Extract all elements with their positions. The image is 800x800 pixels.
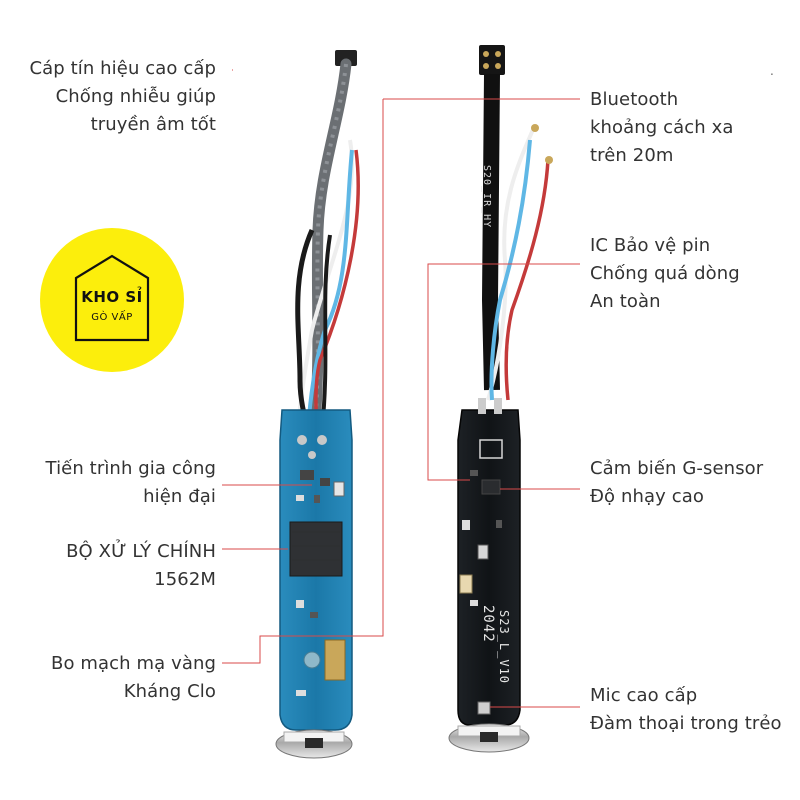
- wire-red-right: [504, 159, 550, 401]
- component-left-1: [300, 470, 314, 480]
- flex-connector-left: [335, 50, 357, 66]
- wire-red-left: [314, 149, 360, 431]
- callout-bluetooth: Bluetooth khoảng cách xa trên 20m: [590, 89, 734, 166]
- flex-print-text: S20_IR_HY: [481, 165, 492, 228]
- main-processor-chip: [289, 521, 343, 577]
- leader-battery-ic: [427, 263, 580, 481]
- callout-main-processor: BỘ XỬ LÝ CHÍNH 1562M: [66, 541, 216, 590]
- kho-si-logo: KHO SỈ GÒ VẤP: [40, 228, 184, 372]
- left-earbud-board: [275, 50, 360, 759]
- wire-blue-right: [489, 139, 532, 401]
- mic-component: [477, 701, 491, 715]
- g-sensor-chip: [481, 479, 501, 495]
- callout-modern-process: Tiến trình gia công hiện đại: [45, 458, 216, 507]
- gold-pad: [324, 639, 346, 681]
- board-date-text: 2042: [480, 605, 496, 643]
- logo-subtitle: GÒ VẤP: [91, 312, 133, 323]
- logo-title: KHO SỈ: [81, 288, 143, 306]
- flex-connector-right: [479, 45, 505, 75]
- wire-white-right: [486, 124, 537, 401]
- callout-gold-board: Bo mạch mạ vàng Kháng Clo: [51, 653, 216, 702]
- right-earbud-board: S20_IR_HY S23_L_V10 2042: [448, 45, 553, 753]
- callout-mic: Mic cao cấp Đàm thoại trong trẻo: [590, 685, 782, 734]
- leader-lines: [222, 69, 580, 708]
- leader-gold-board: [222, 99, 384, 664]
- callout-signal-cable: Cáp tín hiệu cao cấp Chống nhiễu giúp tr…: [29, 58, 216, 135]
- battery-protection-ic: [470, 470, 478, 476]
- callout-gsensor: Cảm biến G-sensor Độ nhạy cao: [590, 458, 764, 507]
- svg-text:.: .: [770, 64, 774, 78]
- callout-battery-ic: IC Bảo vệ pin Chống quá dòng An toàn: [590, 235, 740, 312]
- board-model-text: S23_L_V10: [497, 610, 511, 684]
- house-outline-icon: [74, 254, 150, 342]
- wire-blue-left: [306, 149, 354, 431]
